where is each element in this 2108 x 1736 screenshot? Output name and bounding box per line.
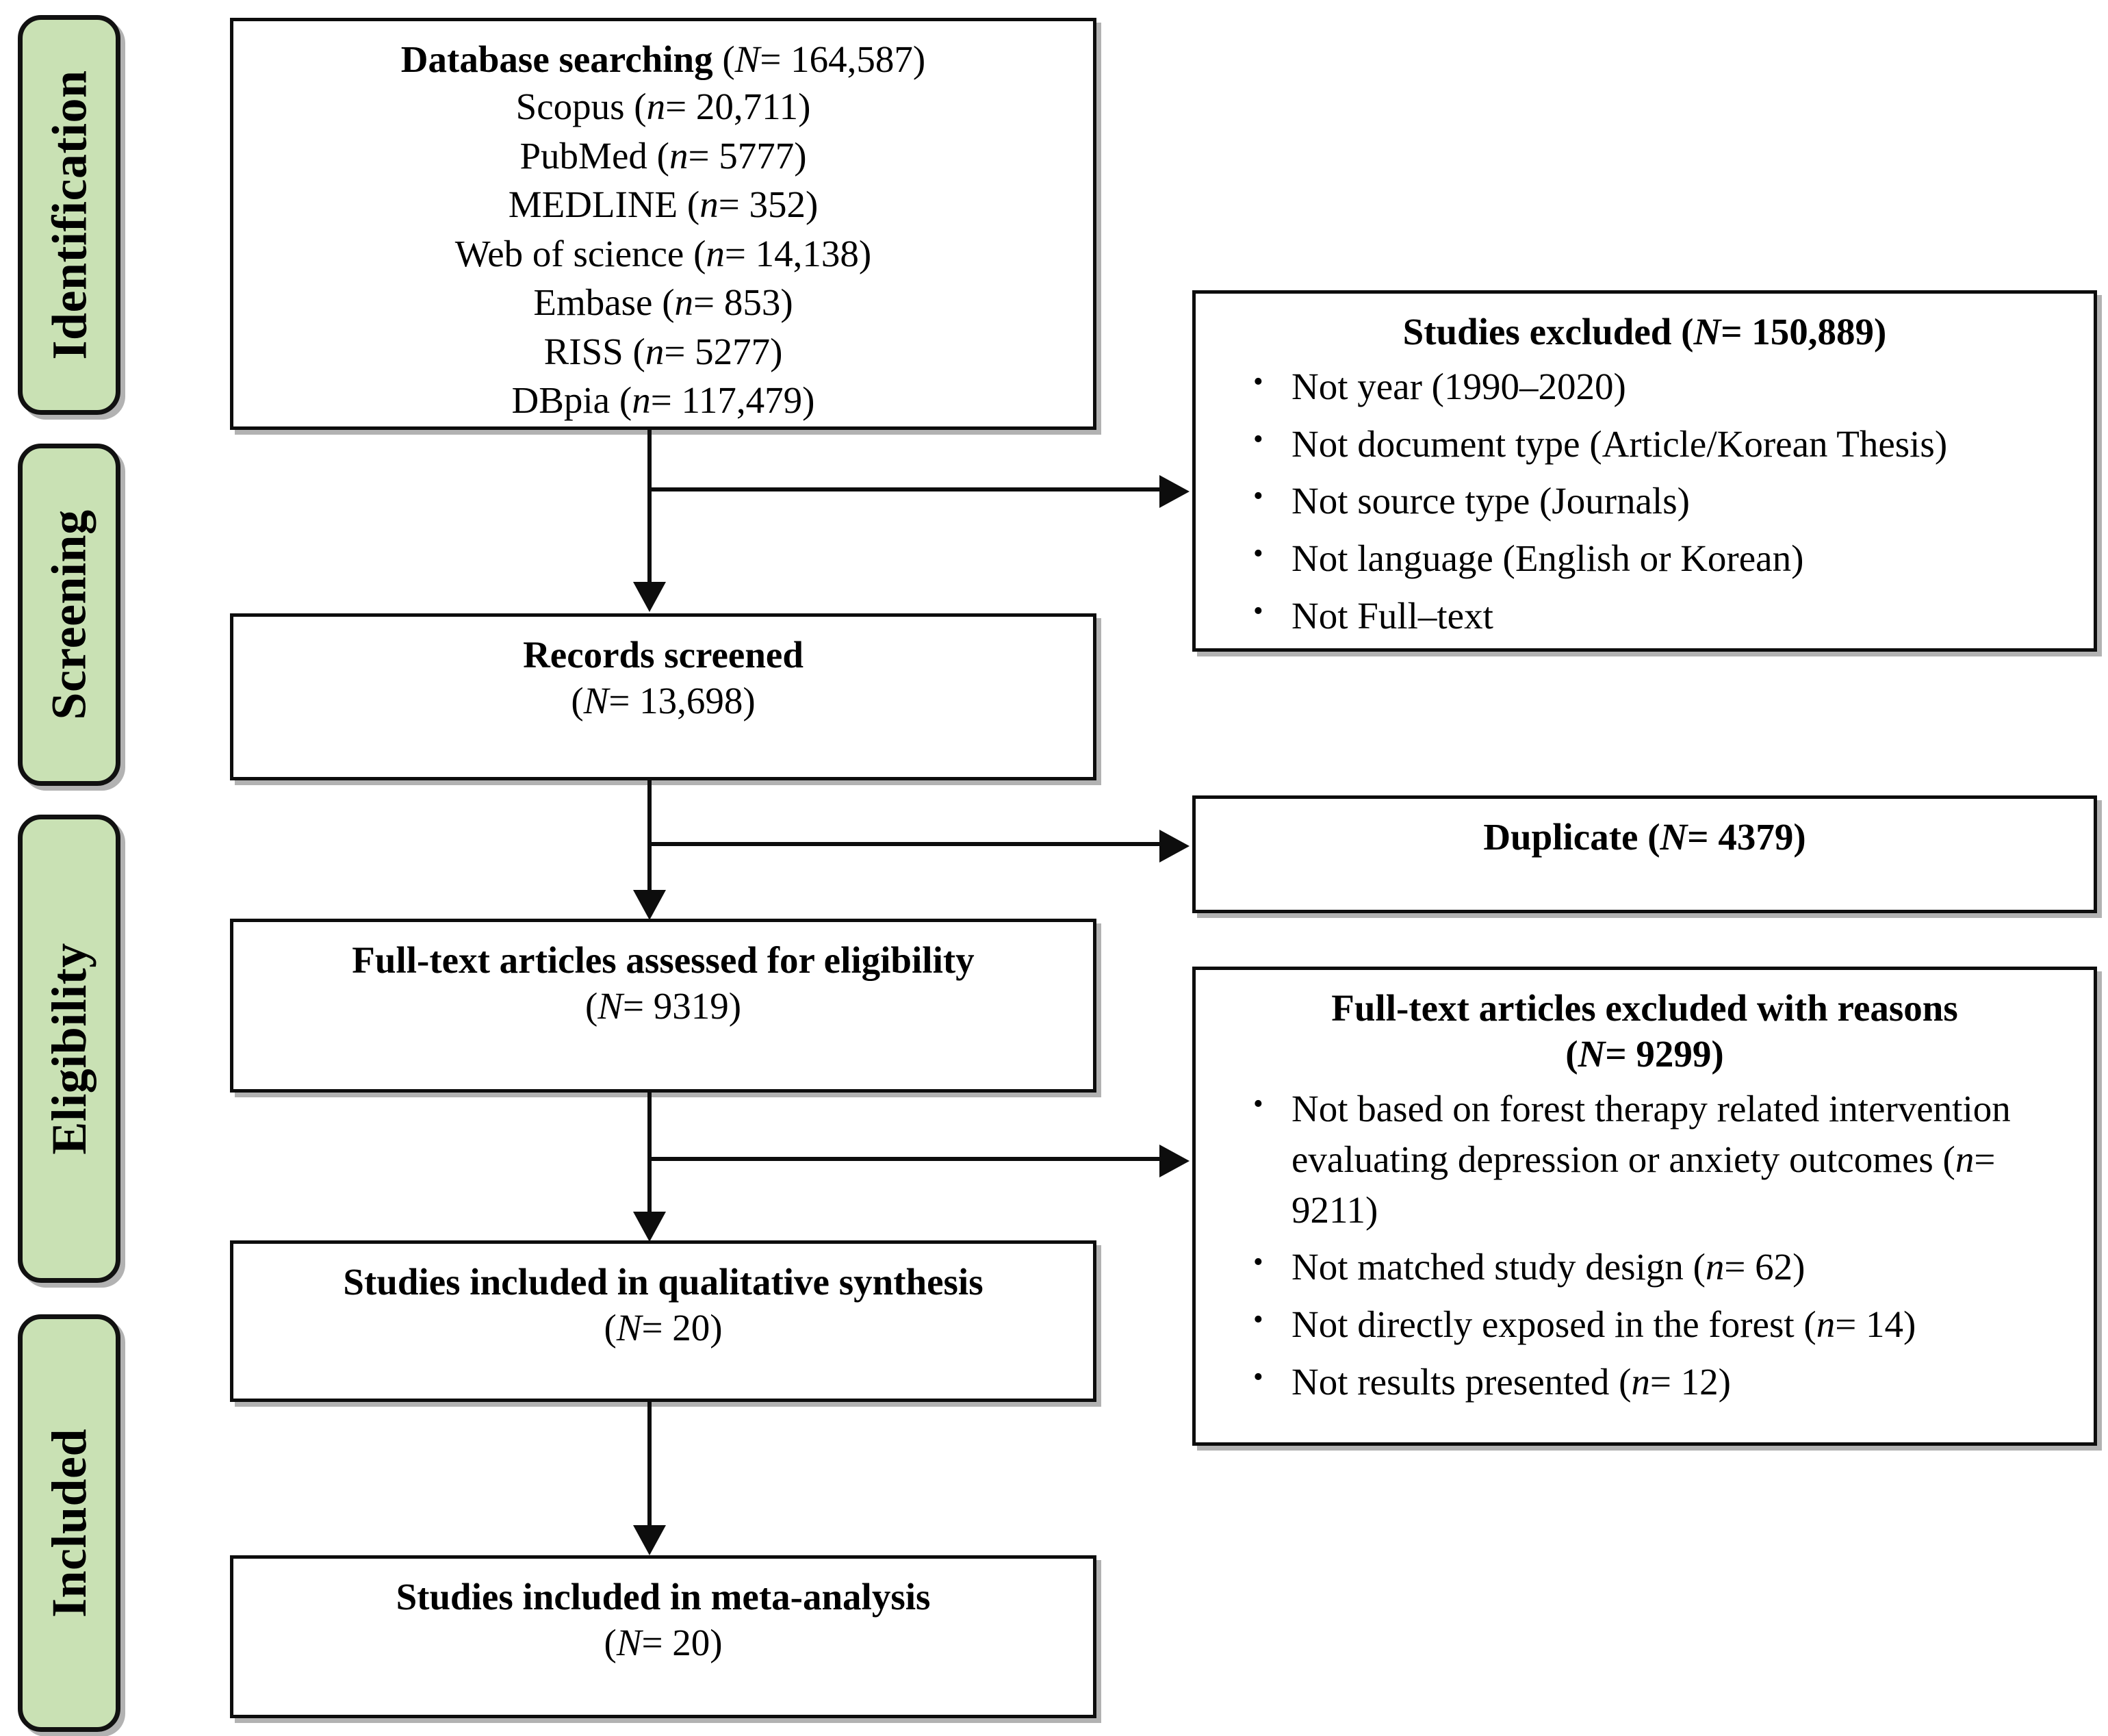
fulltext-excluded-list: Not based on forest therapy related inte… <box>1213 1082 2076 1407</box>
list-item: Not matched study design (n= 62) <box>1249 1240 2076 1292</box>
connector-assessed-to-excluded-arrowhead <box>1159 1145 1190 1177</box>
box-meta-analysis: Studies included in meta-analysis (N= 20… <box>230 1555 1096 1718</box>
box-studies-excluded: Studies excluded (N= 150,889) Not year (… <box>1192 290 2097 652</box>
qualitative-synthesis-title: Studies included in qualitative synthesi… <box>343 1261 984 1303</box>
qualitative-synthesis-count: (N= 20) <box>604 1307 723 1349</box>
source-count-web-of-science: = 14,138) <box>724 232 872 275</box>
source-count-embase: = 853) <box>693 281 793 324</box>
source-row-pubmed: PubMed (n= 5777) <box>519 134 807 177</box>
box-fulltext-excluded: Full-text articles excluded with reasons… <box>1192 967 2097 1446</box>
list-item: Not Full–text <box>1249 589 2076 641</box>
connector-db-to-excluded-arrowhead <box>1159 475 1190 508</box>
stage-label-included-text: Included <box>42 1428 97 1618</box>
stage-label-screening: Screening <box>18 444 120 786</box>
source-row-dbpia: DBpia (n= 117,479) <box>511 379 815 422</box>
source-count-riss: = 5277) <box>664 330 783 372</box>
connector-qualitative-to-meta-arrowhead <box>633 1525 666 1555</box>
source-row-riss: RISS (n= 5277) <box>543 330 783 372</box>
source-count-medline: = 352) <box>718 183 819 226</box>
connector-assessed-to-qualitative-arrowhead <box>633 1212 666 1242</box>
connector-screened-to-assessed-arrowhead <box>633 890 666 920</box>
connector-db-to-excluded-horizontal <box>647 487 1161 492</box>
stage-label-identification-text: Identification <box>42 70 97 360</box>
box-records-screened: Records screened (N= 13,698) <box>230 613 1096 780</box>
duplicate-title: Duplicate (N= 4379) <box>1483 816 1806 858</box>
stage-label-included: Included <box>18 1314 120 1732</box>
connector-qualitative-to-meta-vertical <box>647 1402 652 1528</box>
source-row-embase: Embase (n= 853) <box>533 281 793 324</box>
list-item: Not document type (Article/Korean Thesis… <box>1249 418 2076 470</box>
studies-excluded-list: Not year (1990–2020) Not document type (… <box>1213 360 2076 641</box>
connector-db-to-screened-vertical <box>647 430 652 585</box>
database-searching-title: Database searching (N= 164,587) <box>400 38 926 80</box>
list-item: Not source type (Journals) <box>1249 474 2076 526</box>
box-duplicate: Duplicate (N= 4379) <box>1192 795 2097 913</box>
duplicate-count: = 4379) <box>1687 816 1806 858</box>
stage-label-identification: Identification <box>18 15 120 415</box>
list-item: Not language (English or Korean) <box>1249 532 2076 584</box>
source-row-scopus: Scopus (n= 20,711) <box>515 86 811 128</box>
source-row-medline: MEDLINE (n= 352) <box>508 183 819 226</box>
box-database-searching: Database searching (N= 164,587) Scopus (… <box>230 18 1096 430</box>
fulltext-assessed-count: (N= 9319) <box>584 985 742 1027</box>
source-row-web-of-science: Web of science (n= 14,138) <box>454 232 872 275</box>
fulltext-excluded-title-line2: (N= 9299) <box>1565 1033 1724 1075</box>
fulltext-excluded-title-line1: Full-text articles excluded with reasons <box>1331 987 1958 1029</box>
connector-screened-to-duplicate-arrowhead <box>1159 830 1190 863</box>
meta-analysis-count: (N= 20) <box>604 1622 723 1664</box>
connector-screened-to-assessed-vertical <box>647 780 652 894</box>
stage-label-eligibility-text: Eligibility <box>42 943 97 1155</box>
source-count-pubmed: = 5777) <box>688 134 807 177</box>
connector-assessed-to-excluded-horizontal <box>647 1157 1161 1161</box>
box-qualitative-synthesis: Studies included in qualitative synthesi… <box>230 1240 1096 1402</box>
connector-assessed-to-qualitative-vertical <box>647 1093 652 1214</box>
source-count-scopus: = 20,711) <box>665 86 811 128</box>
list-item: Not year (1990–2020) <box>1249 360 2076 412</box>
meta-analysis-title: Studies included in meta-analysis <box>396 1576 931 1618</box>
studies-excluded-count: = 150,889) <box>1721 311 1887 353</box>
records-screened-title: Records screened <box>523 634 804 676</box>
connector-db-to-screened-arrowhead <box>633 582 666 612</box>
studies-excluded-title: Studies excluded (N= 150,889) <box>1402 311 1887 353</box>
source-count-dbpia: = 117,479) <box>650 379 815 422</box>
fulltext-assessed-title: Full-text articles assessed for eligibil… <box>352 939 975 981</box>
database-searching-count: = 164,587) <box>760 38 926 80</box>
list-item: Not directly exposed in the forest (n= 1… <box>1249 1298 2076 1350</box>
box-fulltext-assessed: Full-text articles assessed for eligibil… <box>230 919 1096 1093</box>
records-screened-count: (N= 13,698) <box>571 680 756 722</box>
stage-label-eligibility: Eligibility <box>18 815 120 1283</box>
list-item: Not results presented (n= 12) <box>1249 1355 2076 1407</box>
list-item: Not based on forest therapy related inte… <box>1249 1082 2076 1235</box>
connector-screened-to-duplicate-horizontal <box>647 842 1161 846</box>
stage-label-screening-text: Screening <box>42 509 97 720</box>
